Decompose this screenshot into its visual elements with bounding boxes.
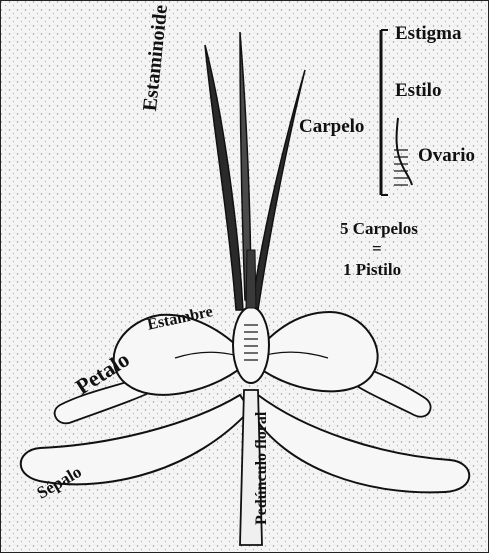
- label-pedunculo: Pedúnculo floral: [254, 412, 270, 525]
- label-equals: =: [372, 240, 382, 257]
- label-estilo: Estilo: [395, 81, 441, 100]
- label-pistilo: 1 Pistilo: [343, 261, 401, 278]
- label-carpelos-count: 5 Carpelos: [340, 220, 418, 237]
- estilo-central: [246, 250, 256, 308]
- pistilo-body: [233, 307, 269, 383]
- label-ovario: Ovario: [418, 146, 475, 165]
- label-carpelo: Carpelo: [299, 117, 364, 136]
- label-estigma: Estigma: [395, 24, 462, 43]
